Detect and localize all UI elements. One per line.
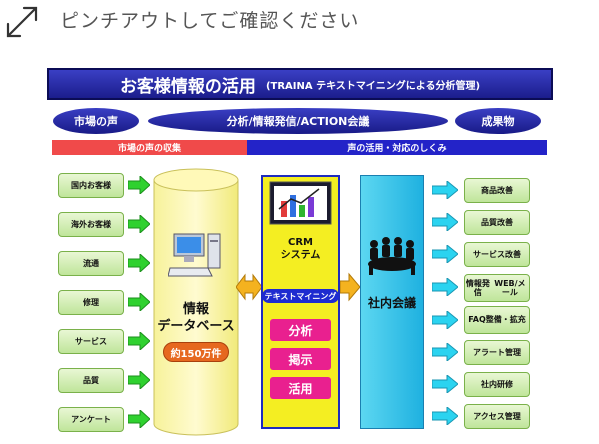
cyan-arrow-icon bbox=[432, 181, 458, 199]
diagram-title: お客様情報の活用 (TRAINA テキストマイニングによる分析管理) bbox=[47, 68, 553, 100]
cyan-arrow-icon bbox=[432, 213, 458, 231]
double-arrow-icon bbox=[236, 273, 262, 301]
title-main: お客様情報の活用 bbox=[119, 76, 256, 97]
outcome-box: 商品改善 bbox=[464, 178, 530, 203]
source-box: サービス bbox=[58, 329, 124, 354]
meeting-panel bbox=[360, 175, 424, 429]
text-mining-tag: テキストマイニング bbox=[262, 289, 339, 303]
cyan-arrow-icon bbox=[432, 343, 458, 361]
pinch-hint: ピンチアウトしてご確認ください bbox=[60, 10, 360, 32]
outcome-box: アクセス管理 bbox=[464, 404, 530, 429]
title-sub: (TRAINA テキストマイニングによる分析管理) bbox=[265, 80, 481, 92]
green-arrow-icon bbox=[128, 332, 150, 350]
crm-label-line2: システム bbox=[280, 250, 321, 261]
cyan-arrow-icon bbox=[432, 407, 458, 425]
outcome-box: 社内研修 bbox=[464, 372, 530, 397]
meeting-people-icon bbox=[368, 237, 416, 275]
source-box: 修理 bbox=[58, 290, 124, 315]
meeting-label: 社内会議 bbox=[367, 296, 416, 310]
cyan-arrow-icon bbox=[432, 278, 458, 296]
green-arrow-icon bbox=[128, 371, 150, 389]
green-arrow-icon bbox=[128, 293, 150, 311]
outcome-box: アラート管理 bbox=[464, 340, 530, 365]
band-utilization: 声の活用・対応のしくみ bbox=[247, 140, 547, 155]
outcome-box: 品質改善 bbox=[464, 210, 530, 235]
source-box: アンケート bbox=[58, 407, 124, 432]
outcome-box: サービス改善 bbox=[464, 242, 530, 267]
computer-icon bbox=[168, 233, 221, 277]
action-analysis: 分析 bbox=[270, 319, 331, 341]
source-box: 国内お客様 bbox=[58, 173, 124, 198]
database-label: 情報 データベース bbox=[153, 302, 239, 336]
action-use: 活用 bbox=[270, 377, 331, 399]
cyan-arrow-icon bbox=[432, 245, 458, 263]
cyan-arrow-icon bbox=[432, 311, 458, 329]
source-box: 品質 bbox=[58, 368, 124, 393]
green-arrow-icon bbox=[128, 254, 150, 272]
record-count-badge: 約150万件 bbox=[163, 342, 229, 362]
source-box: 流通 bbox=[58, 251, 124, 276]
database-label-line2: データベース bbox=[157, 318, 235, 334]
green-arrow-icon bbox=[128, 176, 150, 194]
green-arrow-icon bbox=[128, 410, 150, 428]
database-label-line1: 情報 bbox=[182, 302, 209, 317]
cyan-arrow-icon bbox=[432, 375, 458, 393]
right-arrow-icon bbox=[340, 272, 360, 302]
chart-screen-icon bbox=[269, 181, 332, 225]
crm-label-line1: CRM bbox=[288, 237, 313, 248]
source-box: 海外お客様 bbox=[58, 212, 124, 237]
expand-arrows-icon bbox=[6, 6, 38, 38]
header-analysis: 分析/情報発信/ACTION会議 bbox=[148, 108, 448, 134]
band-collection: 市場の声の収集 bbox=[52, 140, 247, 155]
crm-label: CRM システム bbox=[261, 236, 340, 262]
green-arrow-icon bbox=[128, 215, 150, 233]
header-outcomes: 成果物 bbox=[455, 108, 541, 134]
action-post: 掲示 bbox=[270, 348, 331, 370]
header-market-voice: 市場の声 bbox=[53, 108, 139, 134]
